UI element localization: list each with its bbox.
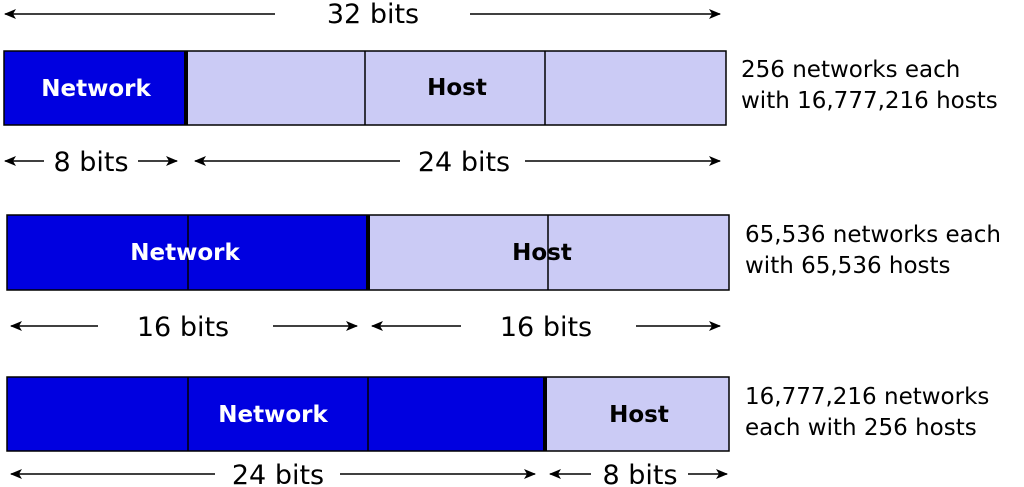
description-line-1: 16,777,216 networks bbox=[745, 384, 989, 410]
network-bits-label: 24 bits bbox=[232, 460, 324, 487]
network-label: Network bbox=[41, 76, 151, 102]
description-line-2: each with 256 hosts bbox=[745, 415, 977, 441]
description-line-2: with 16,777,216 hosts bbox=[741, 88, 998, 114]
host-label: Host bbox=[427, 75, 487, 101]
host-bits-label: 24 bits bbox=[418, 147, 510, 178]
host-segment bbox=[186, 51, 726, 125]
network-label: Network bbox=[218, 402, 328, 428]
total-bits-label: 32 bits bbox=[327, 0, 419, 30]
description-line-1: 256 networks each bbox=[741, 57, 960, 83]
description-line-2: with 65,536 hosts bbox=[745, 253, 951, 279]
description-line-1: 65,536 networks each bbox=[745, 222, 1001, 248]
network-bits-label: 8 bits bbox=[53, 147, 128, 178]
host-bits-label: 8 bits bbox=[602, 460, 677, 487]
network-bits-label: 16 bits bbox=[137, 312, 229, 343]
host-label: Host bbox=[512, 240, 572, 266]
network-label: Network bbox=[130, 240, 240, 266]
class-c-row: Network Host 24 bits 8 bits 16,777,216 n… bbox=[6, 376, 989, 487]
host-bits-label: 16 bits bbox=[500, 312, 592, 343]
total-width-dimension: 32 bits bbox=[4, 0, 721, 30]
network-segment bbox=[7, 377, 545, 451]
class-a-row: Network Host 8 bits 24 bits 256 networks… bbox=[3, 50, 998, 178]
host-segment bbox=[545, 377, 729, 451]
host-label: Host bbox=[609, 402, 669, 428]
class-b-row: Network Host 16 bits 16 bits 65,536 netw… bbox=[6, 214, 1001, 343]
network-segment bbox=[4, 51, 186, 125]
